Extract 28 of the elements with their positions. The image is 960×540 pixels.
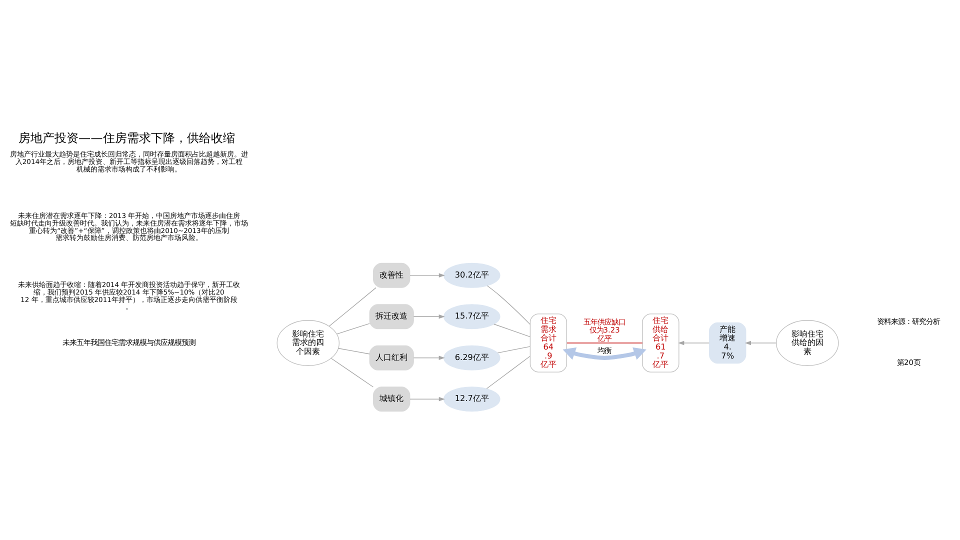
node-box: 住宅供给合计61.7亿平: [642, 313, 680, 372]
arrow: [678, 340, 710, 345]
connector: [486, 284, 530, 324]
node-box: 拆迁改造: [369, 304, 414, 329]
connector: [328, 286, 376, 326]
node-box: 产能增速4.7%: [709, 322, 746, 364]
arrow: [413, 355, 445, 360]
node-box: 城镇化: [373, 386, 410, 412]
arrow: [410, 396, 445, 401]
connector: [497, 346, 530, 353]
connector: [338, 348, 370, 354]
connector: [336, 322, 370, 334]
connector: [330, 358, 374, 387]
node-box: 人口红利: [369, 344, 414, 370]
arrow: [744, 340, 777, 345]
node-box: 改善性: [373, 262, 410, 288]
diagram-title: 房地产投资——住房需求下降，供给收缩: [18, 130, 235, 145]
connector: [486, 355, 530, 388]
connector: [494, 323, 531, 337]
node-box: 住宅需求合计64.9亿平: [530, 313, 568, 372]
node-ellipse: 12.7亿平: [444, 386, 500, 412]
node-ellipse: 6.29亿平: [444, 344, 500, 370]
arrow: [413, 314, 445, 318]
connector: [566, 342, 643, 343]
node-ellipse: 30.2亿平: [444, 262, 500, 288]
arrow: [562, 346, 646, 360]
arrow: [410, 272, 445, 278]
node-ellipse: 15.7亿平: [444, 304, 500, 329]
